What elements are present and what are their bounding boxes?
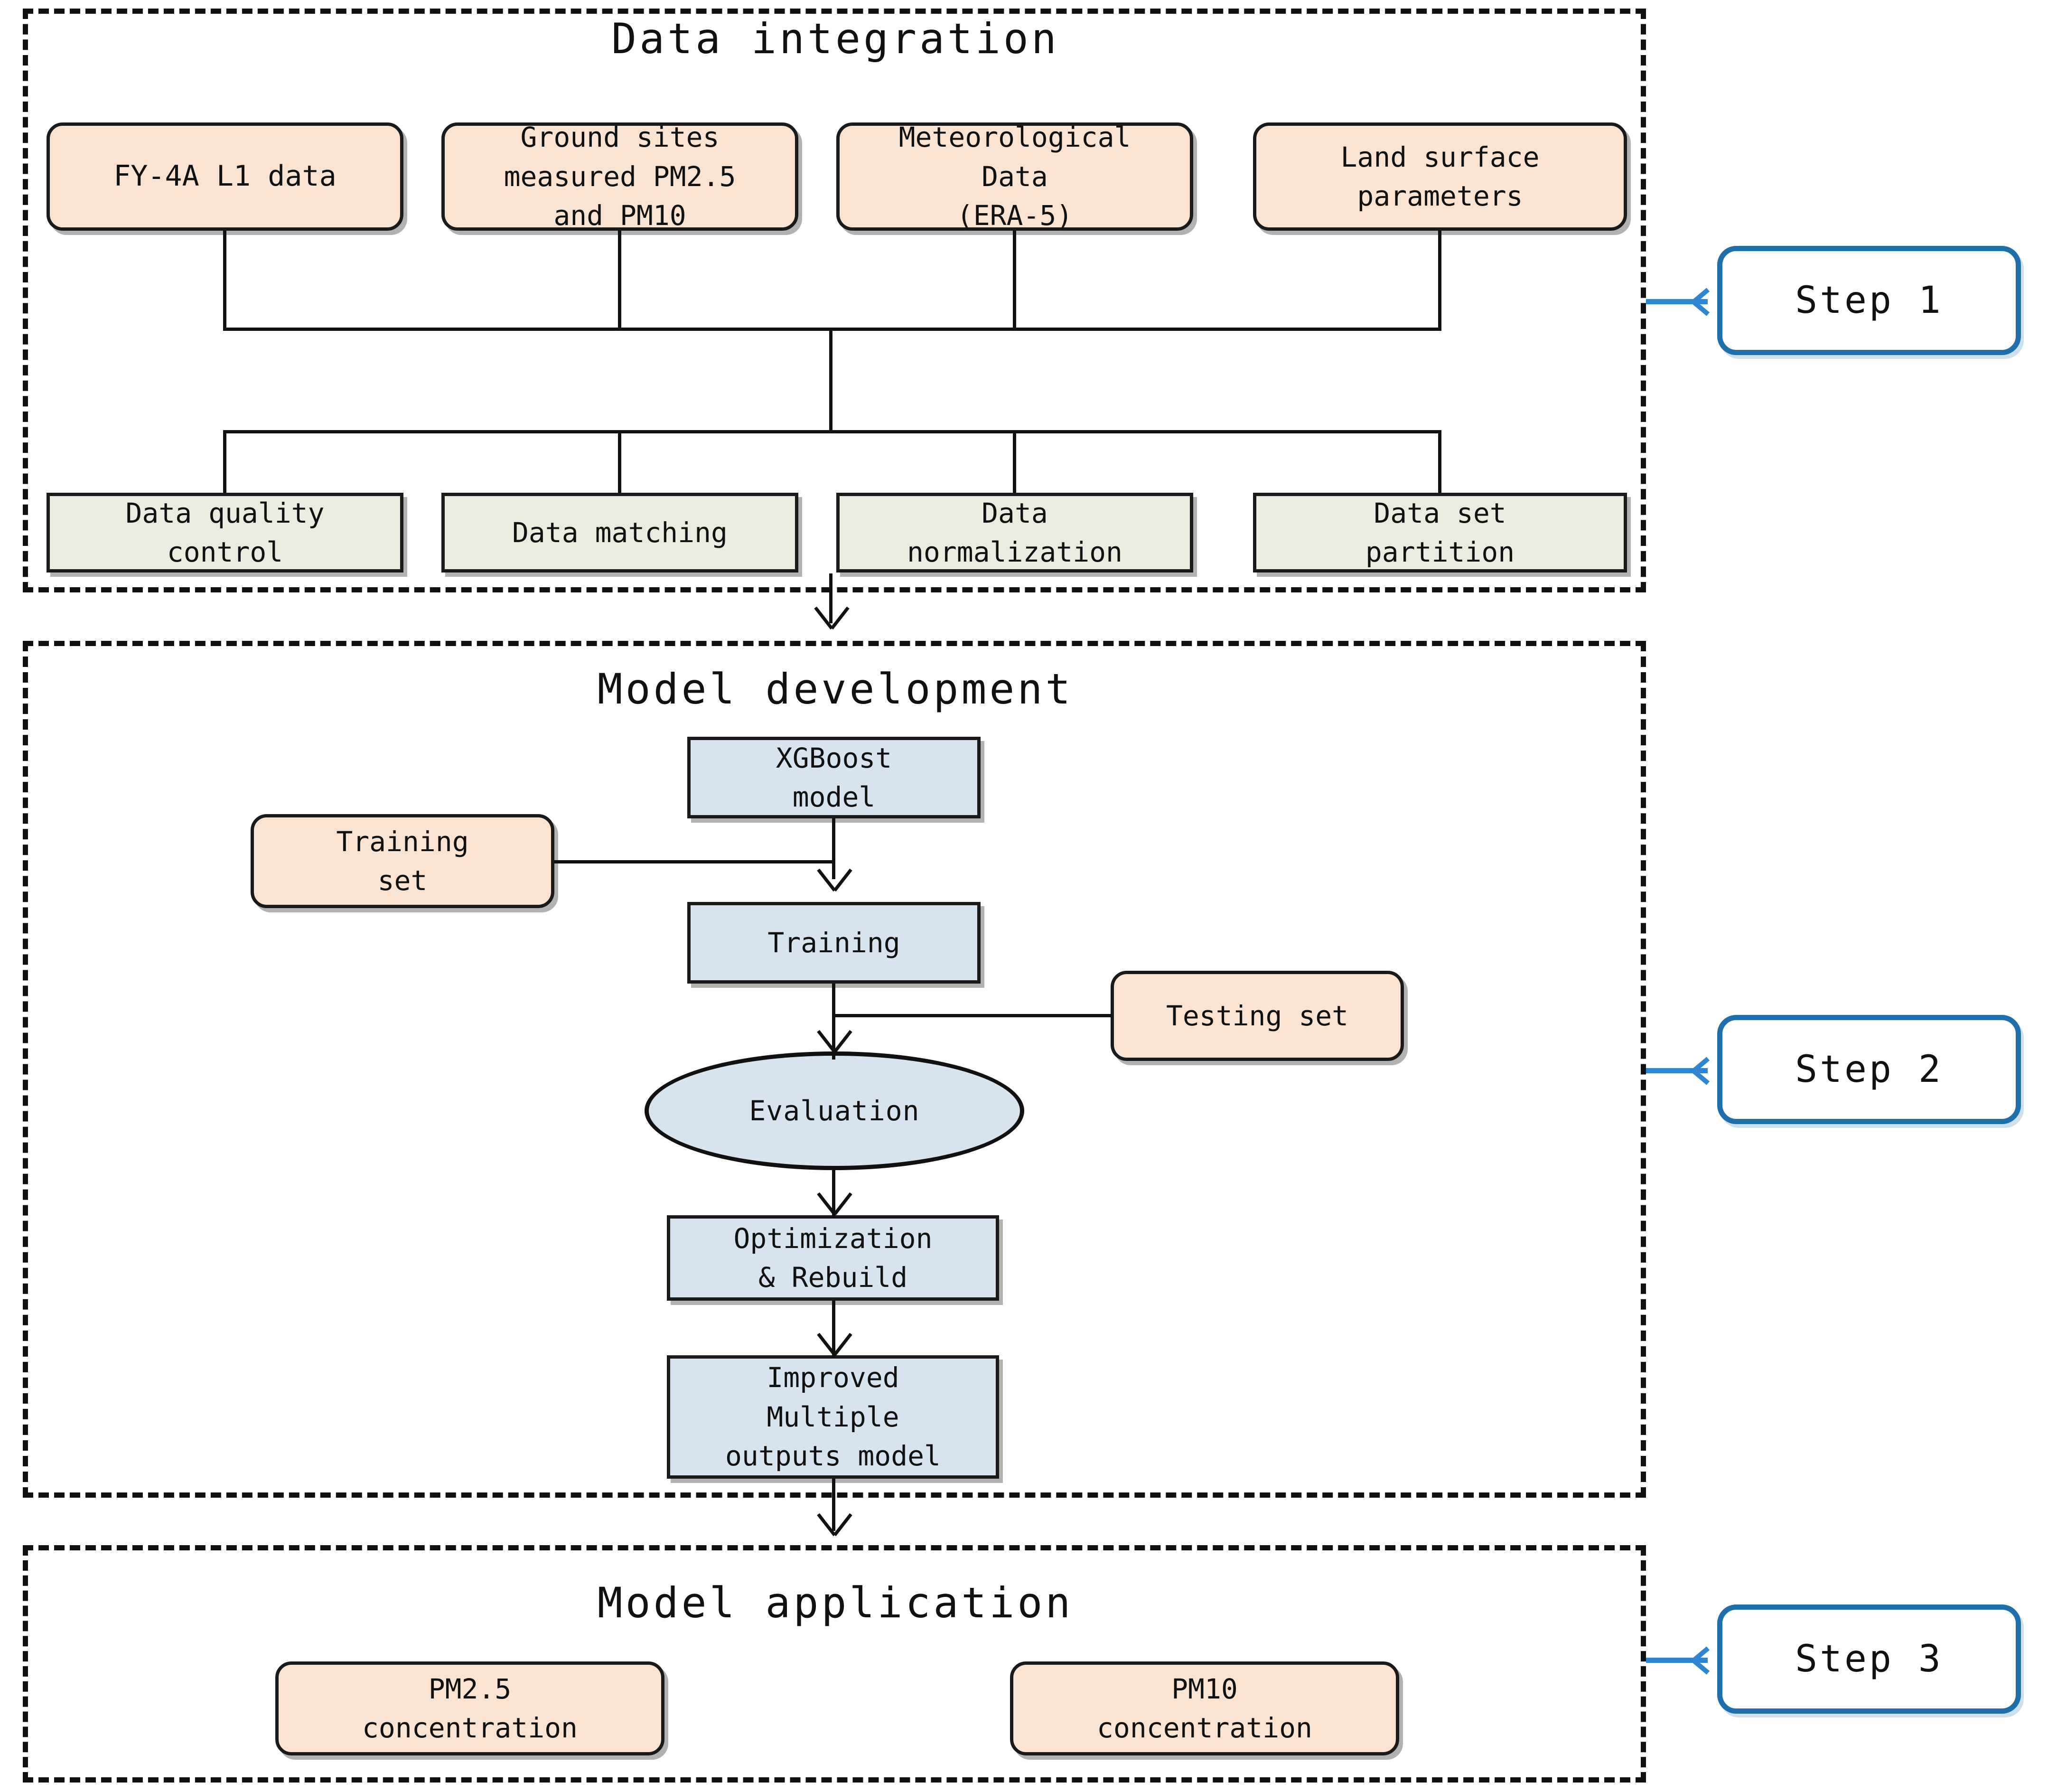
node-label: Data normalization bbox=[907, 497, 1122, 568]
connector-process1-down bbox=[223, 430, 226, 493]
connector-evaluation-to-optimization bbox=[832, 1170, 835, 1218]
node-pm10-concentration[interactable]: PM10 concentration bbox=[1010, 1661, 1399, 1755]
connector-optimization-to-improved bbox=[832, 1301, 835, 1358]
step-badge-2[interactable]: Step 2 bbox=[1717, 1015, 2021, 1124]
arrowhead-step1-to-step2 bbox=[814, 602, 850, 630]
node-meteorological-data[interactable]: Meteorological Data (ERA-5) bbox=[836, 121, 1193, 232]
node-land-surface-parameters[interactable]: Land surface parameters bbox=[1253, 122, 1627, 231]
node-data-set-partition[interactable]: Data set partition bbox=[1253, 493, 1627, 572]
node-training-set[interactable]: Training set bbox=[251, 814, 554, 908]
connector-bus-link bbox=[829, 328, 832, 430]
node-label: Improved Multiple outputs model bbox=[725, 1361, 941, 1473]
step-badge-3[interactable]: Step 3 bbox=[1717, 1604, 2021, 1714]
step-badge-label: Step 2 bbox=[1795, 1048, 1943, 1091]
node-label: PM10 concentration bbox=[1097, 1672, 1312, 1744]
arrowhead-step2-to-step3 bbox=[817, 1509, 852, 1537]
node-label: Testing set bbox=[1166, 999, 1349, 1032]
section-title-model-development: Model development bbox=[597, 665, 1074, 713]
section-frame-data-integration bbox=[23, 9, 1646, 592]
connector-input1-down bbox=[223, 231, 226, 328]
node-testing-set[interactable]: Testing set bbox=[1111, 971, 1404, 1061]
node-label: Meteorological Data (ERA-5) bbox=[898, 121, 1131, 232]
node-label: Data set partition bbox=[1365, 497, 1515, 568]
node-label: Training set bbox=[336, 825, 469, 897]
node-data-quality-control[interactable]: Data quality control bbox=[47, 493, 403, 572]
node-data-normalization[interactable]: Data normalization bbox=[836, 493, 1193, 572]
connector-process2-down bbox=[618, 430, 621, 493]
step-badge-1[interactable]: Step 1 bbox=[1717, 246, 2021, 355]
step-badge-label: Step 1 bbox=[1795, 279, 1943, 322]
connector-process4-down bbox=[1438, 430, 1441, 493]
connector-step1-to-step2 bbox=[829, 573, 832, 623]
node-label: Ground sites measured PM2.5 and PM10 bbox=[504, 121, 736, 232]
connector-input4-down bbox=[1438, 231, 1441, 328]
connector-input3-down bbox=[1013, 231, 1016, 328]
node-label: Data quality control bbox=[125, 497, 325, 568]
arrowhead-to-step1 bbox=[1688, 288, 1711, 316]
node-pm25-concentration[interactable]: PM2.5 concentration bbox=[275, 1661, 664, 1755]
node-improved-multiple-outputs-model[interactable]: Improved Multiple outputs model bbox=[667, 1355, 999, 1479]
connector-model-to-training bbox=[832, 818, 835, 879]
node-label: XGBoost model bbox=[776, 741, 892, 813]
arrowhead-model-to-training bbox=[817, 864, 852, 892]
connector-testingset-to-evaluation bbox=[832, 1014, 1112, 1017]
node-label: Land surface parameters bbox=[1340, 141, 1540, 212]
arrowhead-to-step2 bbox=[1688, 1057, 1711, 1085]
connector-arrow-to-step3 bbox=[1646, 1658, 1708, 1663]
arrowhead-optimization-to-improved bbox=[817, 1328, 852, 1356]
connector-input2-down bbox=[618, 231, 621, 328]
connector-training-to-evaluation bbox=[832, 984, 835, 1060]
node-label: PM2.5 concentration bbox=[362, 1672, 578, 1744]
node-ground-sites-pm[interactable]: Ground sites measured PM2.5 and PM10 bbox=[441, 121, 798, 232]
node-optimization-rebuild[interactable]: Optimization & Rebuild bbox=[667, 1215, 999, 1301]
connector-step2-to-step3 bbox=[832, 1479, 835, 1531]
connector-arrow-to-step1 bbox=[1646, 299, 1708, 304]
node-xgboost-model[interactable]: XGBoost model bbox=[687, 737, 981, 818]
arrowhead-to-step3 bbox=[1688, 1646, 1711, 1675]
connector-process3-down bbox=[1013, 430, 1016, 493]
node-fy4a-l1-data[interactable]: FY-4A L1 data bbox=[47, 122, 403, 231]
step-badge-label: Step 3 bbox=[1795, 1638, 1943, 1680]
arrowhead-evaluation-to-optimization bbox=[817, 1188, 852, 1216]
node-label: Evaluation bbox=[749, 1095, 920, 1127]
node-label: Data matching bbox=[512, 516, 728, 549]
node-evaluation[interactable]: Evaluation bbox=[645, 1051, 1024, 1170]
node-label: Training bbox=[767, 926, 900, 959]
arrowhead-training-to-evaluation bbox=[817, 1025, 852, 1053]
node-label: Optimization & Rebuild bbox=[733, 1222, 933, 1294]
node-label: FY-4A L1 data bbox=[113, 159, 337, 193]
connector-trainingset-to-training bbox=[554, 860, 834, 863]
section-frame-model-application bbox=[23, 1545, 1646, 1783]
node-data-matching[interactable]: Data matching bbox=[441, 493, 798, 572]
section-title-data-integration: Data integration bbox=[611, 14, 1059, 63]
node-training[interactable]: Training bbox=[687, 902, 981, 984]
connector-bus-bottom bbox=[223, 430, 1441, 433]
section-title-model-application: Model application bbox=[597, 1578, 1074, 1627]
connector-arrow-to-step2 bbox=[1646, 1068, 1708, 1073]
